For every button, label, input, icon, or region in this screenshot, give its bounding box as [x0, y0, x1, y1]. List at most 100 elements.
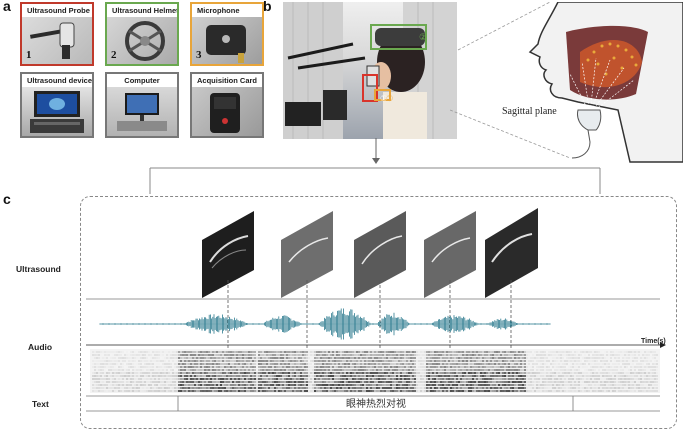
spectrogram-cell	[486, 363, 488, 365]
spectrogram-cell	[624, 363, 626, 365]
spectrogram-cell	[168, 381, 170, 383]
spectrogram-cell	[400, 363, 402, 365]
spectrogram-cell	[462, 369, 464, 371]
spectrogram-cell	[606, 381, 608, 383]
spectrogram-cell	[92, 387, 94, 389]
spectrogram-cell	[628, 357, 630, 359]
spectrogram-cell	[582, 351, 584, 353]
spectrogram-cell	[288, 384, 290, 386]
spectrogram-cell	[620, 375, 622, 377]
spectrogram-cell	[174, 366, 176, 368]
spectrogram-cell	[402, 375, 404, 377]
spectrogram-cell	[142, 366, 144, 368]
spectrogram-cell	[490, 375, 492, 377]
spectrogram-cell	[112, 363, 114, 365]
spectrogram-cell	[640, 363, 642, 365]
spectrogram-cell	[526, 357, 528, 359]
spectrogram-cell	[628, 366, 630, 368]
spectrogram-cell	[142, 357, 144, 359]
spectrogram-cell	[608, 363, 610, 365]
spectrogram-cell	[168, 357, 170, 359]
spectrogram-cell	[382, 369, 384, 371]
spectrogram-cell	[428, 384, 430, 386]
spectrogram-cell	[454, 357, 456, 359]
spectrogram-cell	[236, 366, 238, 368]
spectrogram-cell	[292, 378, 294, 380]
spectrogram-cell	[646, 384, 648, 386]
spectrogram-cell	[100, 384, 102, 386]
spectrogram-cell	[212, 363, 214, 365]
spectrogram-cell	[348, 378, 350, 380]
spectrogram-cell	[402, 390, 404, 392]
spectrogram-cell	[140, 366, 142, 368]
spectrogram-cell	[436, 390, 438, 392]
spectrogram-cell	[602, 369, 604, 371]
spectrogram-cell	[238, 375, 240, 377]
spectrogram-cell	[514, 351, 516, 353]
spectrogram-cell	[530, 351, 532, 353]
spectrogram-cell	[292, 363, 294, 365]
spectrogram-cell	[564, 378, 566, 380]
spectrogram-cell	[614, 360, 616, 362]
spectrogram-cell	[652, 390, 654, 392]
spectrogram-cell	[390, 363, 392, 365]
spectrogram-cell	[226, 381, 228, 383]
spectrogram-cell	[282, 372, 284, 374]
spectrogram-cell	[262, 354, 264, 356]
spectrogram-cell	[366, 354, 368, 356]
spectrogram-cell	[456, 354, 458, 356]
spectrogram-cell	[230, 369, 232, 371]
spectrogram-cell	[636, 381, 638, 383]
spectrogram-cell	[232, 360, 234, 362]
spectrogram-cell	[144, 366, 146, 368]
spectrogram-cell	[346, 372, 348, 374]
spectrogram-cell	[432, 366, 434, 368]
spectrogram-cell	[576, 363, 578, 365]
spectrogram-cell	[392, 381, 394, 383]
spectrogram-cell	[320, 372, 322, 374]
spectrogram-cell	[232, 369, 234, 371]
spectrogram-cell	[412, 375, 414, 377]
spectrogram-cell	[358, 384, 360, 386]
spectrogram-cell	[148, 384, 150, 386]
spectrogram-cell	[226, 372, 228, 374]
spectrogram-cell	[350, 372, 352, 374]
spectrogram-cell	[140, 387, 142, 389]
spectrogram-cell	[588, 384, 590, 386]
spectrogram-cell	[584, 387, 586, 389]
spectrogram-cell	[460, 369, 462, 371]
spectrogram-cell	[170, 357, 172, 359]
spectrogram-cell	[600, 360, 602, 362]
spectrogram-cell	[222, 390, 224, 392]
spectrogram-cell	[502, 372, 504, 374]
spectrogram-cell	[276, 363, 278, 365]
spectrogram-cell	[568, 354, 570, 356]
spectrogram-cell	[162, 381, 164, 383]
spectrogram-cell	[578, 390, 580, 392]
spectrogram-cell	[426, 369, 428, 371]
spectrogram-cell	[462, 384, 464, 386]
spectrogram-cell	[106, 372, 108, 374]
spectrogram-cell	[238, 369, 240, 371]
spectrogram-cell	[494, 369, 496, 371]
spectrogram-cell	[140, 375, 142, 377]
spectrogram-cell	[494, 363, 496, 365]
spectrogram-cell	[388, 381, 390, 383]
spectrogram-cell	[438, 375, 440, 377]
spectrogram-cell	[214, 366, 216, 368]
spectrogram-cell	[104, 372, 106, 374]
spectrogram-cell	[500, 372, 502, 374]
spectrogram-cell	[194, 381, 196, 383]
spectrogram-cell	[318, 357, 320, 359]
spectrogram-cell	[318, 369, 320, 371]
spectrogram-cell	[362, 384, 364, 386]
spectrogram-cell	[548, 366, 550, 368]
spectrogram-cell	[298, 351, 300, 353]
spectrogram-cell	[356, 372, 358, 374]
spectrogram-cell	[348, 384, 350, 386]
spectrogram-cell	[622, 363, 624, 365]
spectrogram-cell	[282, 369, 284, 371]
spectrogram-cell	[198, 378, 200, 380]
spectrogram-cell	[218, 372, 220, 374]
spectrogram-cell	[266, 366, 268, 368]
